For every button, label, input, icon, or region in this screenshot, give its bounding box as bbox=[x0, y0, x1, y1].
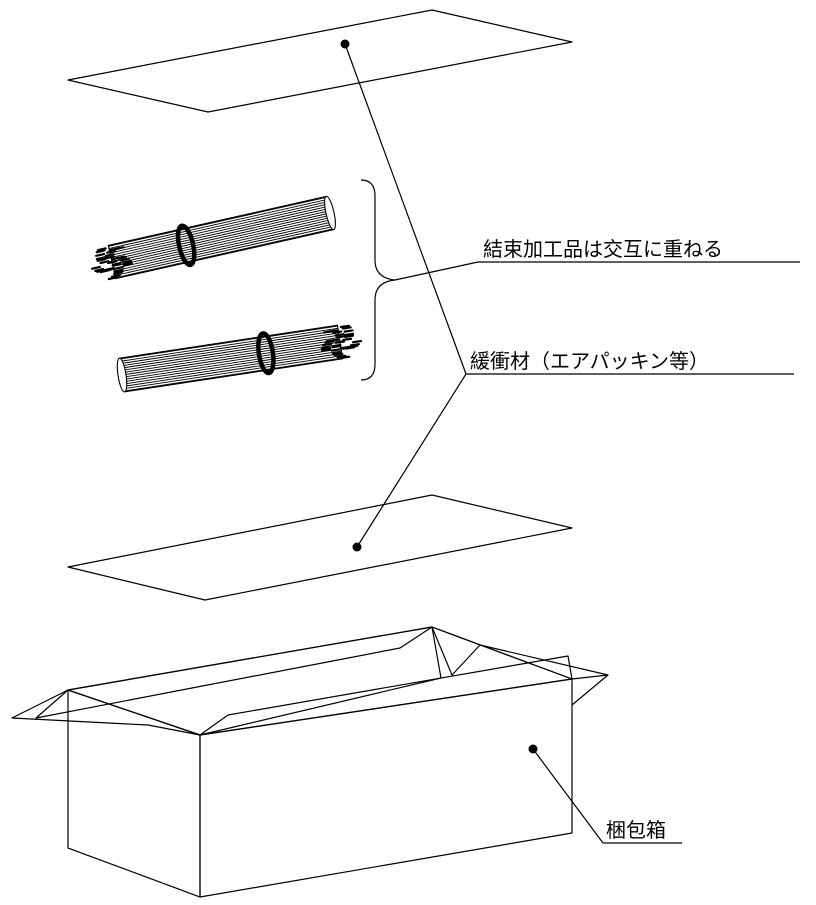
rod-line bbox=[112, 214, 331, 265]
rod-tip bbox=[112, 271, 124, 276]
rod-line bbox=[115, 228, 334, 279]
bundle-label: 結束加工品は交互に重ねる bbox=[483, 237, 723, 261]
rod-line bbox=[109, 201, 328, 252]
rod-line bbox=[113, 221, 333, 272]
rod-tip bbox=[344, 332, 355, 337]
rod-tip bbox=[331, 344, 342, 348]
rod-tip bbox=[335, 335, 346, 339]
bundle-cut-end bbox=[324, 195, 336, 231]
rod-line bbox=[121, 337, 340, 371]
rod-line bbox=[119, 327, 339, 362]
rod-tip bbox=[91, 265, 102, 270]
rod-line bbox=[119, 325, 338, 360]
rod-tip bbox=[330, 348, 341, 352]
rod-tip bbox=[320, 346, 332, 350]
rod-tip bbox=[333, 352, 344, 357]
rod-tip bbox=[95, 252, 106, 257]
rod-tip bbox=[340, 355, 351, 360]
bundle-cut-end bbox=[116, 357, 128, 393]
rod-tip bbox=[332, 330, 343, 334]
rod-line bbox=[113, 219, 332, 270]
rod-tip bbox=[339, 324, 350, 329]
rod-line bbox=[122, 346, 341, 380]
rod-tip bbox=[115, 255, 126, 260]
rod-line bbox=[120, 332, 339, 367]
rod-tip bbox=[106, 260, 118, 264]
rod-line bbox=[122, 348, 342, 383]
cushion-leader-bottom bbox=[356, 373, 467, 548]
rod-tip bbox=[328, 329, 339, 333]
rod-tip bbox=[122, 260, 133, 265]
rod-tip bbox=[111, 262, 122, 267]
rod-tip bbox=[95, 256, 106, 261]
rod-line bbox=[123, 352, 342, 387]
rod-line bbox=[123, 350, 342, 385]
rod-tip bbox=[349, 343, 360, 347]
rod-tip bbox=[110, 273, 121, 278]
rod-line bbox=[109, 203, 329, 254]
rod-tip bbox=[343, 334, 355, 338]
rod-line bbox=[110, 208, 330, 258]
rod-line bbox=[114, 226, 334, 276]
rod-tip bbox=[351, 339, 363, 344]
box-leader-line bbox=[532, 748, 604, 844]
rod-tip bbox=[325, 338, 336, 343]
rod-line bbox=[120, 330, 339, 365]
rod-line bbox=[121, 339, 340, 374]
rod-tip bbox=[113, 269, 124, 274]
rod-tip bbox=[321, 342, 333, 347]
rod-line bbox=[124, 357, 343, 392]
packing-box bbox=[11, 626, 609, 898]
rod-tip bbox=[339, 345, 350, 350]
rod-tip bbox=[113, 265, 124, 270]
upper-rod-bundle bbox=[91, 195, 336, 281]
rod-line bbox=[111, 210, 330, 261]
rod-line bbox=[108, 199, 328, 249]
rod-tip bbox=[336, 354, 347, 359]
rod-tip bbox=[343, 329, 354, 333]
rod-line bbox=[112, 217, 332, 267]
rod-tip bbox=[104, 255, 115, 260]
rod-line bbox=[111, 212, 331, 263]
rod-line bbox=[120, 334, 340, 369]
rod-tip bbox=[341, 326, 352, 330]
rod-tip bbox=[342, 337, 353, 342]
binding-ring bbox=[175, 223, 197, 268]
rod-tip bbox=[95, 249, 106, 254]
rod-tip bbox=[119, 257, 130, 262]
rod-line bbox=[121, 341, 341, 376]
rod-tip bbox=[107, 276, 118, 281]
rod-line bbox=[110, 205, 329, 256]
bundle-bracket bbox=[360, 179, 396, 381]
bundle-leader-line bbox=[394, 261, 479, 281]
rod-tip bbox=[106, 249, 117, 254]
rod-tip bbox=[96, 257, 107, 262]
box-label: 梱包箱 bbox=[606, 818, 666, 842]
rod-tip bbox=[334, 333, 345, 337]
bottom-cushion-sheet bbox=[67, 494, 573, 601]
rod-tip bbox=[104, 253, 115, 258]
top-cushion-sheet bbox=[67, 9, 573, 113]
rod-tip bbox=[348, 344, 359, 349]
rod-tip bbox=[321, 348, 332, 352]
rod-tip bbox=[94, 268, 105, 272]
rod-line bbox=[123, 355, 343, 390]
cushion-leader-top bbox=[344, 43, 467, 375]
cushion-label: 緩衝材（エアパッキン等） bbox=[470, 349, 709, 373]
rod-tip bbox=[122, 262, 133, 267]
rod-tip bbox=[104, 266, 115, 271]
rod-line bbox=[114, 223, 333, 274]
rod-line bbox=[122, 343, 341, 378]
rod-tip bbox=[334, 340, 346, 344]
rod-tip bbox=[99, 260, 110, 265]
rod-tip bbox=[96, 268, 107, 273]
rod-tip bbox=[96, 247, 107, 252]
rod-tip bbox=[331, 351, 343, 355]
binding-ring bbox=[256, 331, 276, 376]
rod-tip bbox=[108, 247, 119, 252]
lower-rod-bundle bbox=[116, 324, 363, 393]
rod-line bbox=[108, 196, 327, 247]
